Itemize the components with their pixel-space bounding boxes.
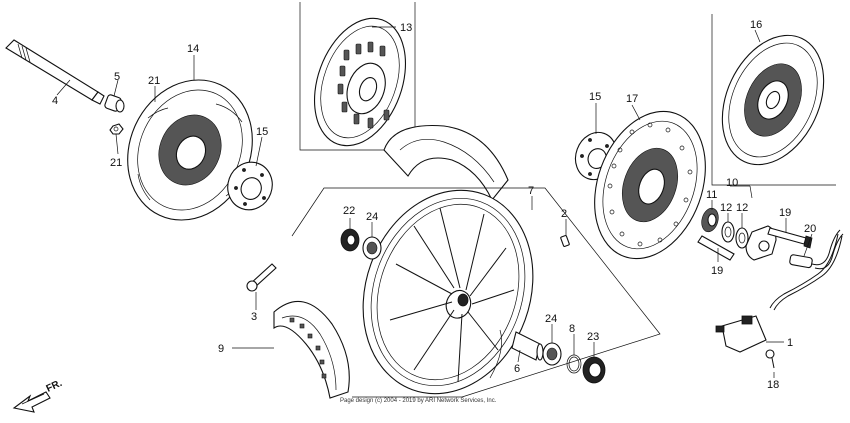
callout-11[interactable]: 11 <box>706 189 717 201</box>
callout-23[interactable]: 23 <box>587 331 599 343</box>
dust-seal-22[interactable] <box>340 228 360 252</box>
tire-lower[interactable] <box>273 300 350 399</box>
speed-sensor[interactable] <box>715 233 843 353</box>
bolt-19-upper[interactable] <box>767 227 813 249</box>
callout-7[interactable]: 7 <box>528 185 534 197</box>
brake-disc-13[interactable] <box>298 6 422 159</box>
copyright-notice: Page design (c) 2004 - 2019 by ARI Netwo… <box>340 398 497 404</box>
callout-15a[interactable]: 15 <box>256 126 268 138</box>
nut-lower[interactable] <box>109 123 124 135</box>
callout-9[interactable]: 9 <box>218 343 224 355</box>
callout-12a[interactable]: 12 <box>720 202 732 214</box>
callout-22[interactable]: 22 <box>343 205 355 217</box>
bolt-18[interactable] <box>765 349 775 369</box>
retainer-12a[interactable] <box>721 221 735 243</box>
callout-19b[interactable]: 19 <box>711 265 723 277</box>
valve-stem[interactable] <box>246 263 277 292</box>
air-valve[interactable] <box>560 235 570 247</box>
callout-18[interactable]: 18 <box>767 379 779 391</box>
callout-5[interactable]: 5 <box>114 71 120 83</box>
brake-disc-left[interactable] <box>105 59 275 240</box>
callout-4[interactable]: 4 <box>52 95 58 107</box>
brake-disc-16[interactable] <box>703 19 844 181</box>
disc-13-inset <box>299 2 416 151</box>
callout-15b[interactable]: 15 <box>589 91 601 103</box>
brake-disc-17[interactable] <box>575 96 725 274</box>
disc-plate-left[interactable] <box>221 156 279 216</box>
callout-16[interactable]: 16 <box>750 19 762 31</box>
callout-24b[interactable]: 24 <box>545 313 557 325</box>
callout-20[interactable]: 20 <box>804 223 816 235</box>
bearing-24-right[interactable] <box>542 342 562 366</box>
tire-upper <box>383 124 509 202</box>
axle-collar[interactable] <box>104 94 125 113</box>
disc-16-inset <box>711 14 836 186</box>
wheel-spokes <box>389 207 515 383</box>
retainer-12b[interactable] <box>735 227 749 249</box>
direction-label: FR. <box>45 378 64 395</box>
callout-12b[interactable]: 12 <box>736 202 748 214</box>
wheel-assembly-box <box>291 187 661 398</box>
speedometer-cable[interactable] <box>789 229 844 270</box>
callout-21a[interactable]: 21 <box>148 75 160 87</box>
leader-lines <box>56 26 813 378</box>
callout-21b[interactable]: 21 <box>110 157 122 169</box>
wheel-rim[interactable] <box>335 166 560 418</box>
callout-labels: 4 5 21 21 14 15 13 16 15 17 10 11 12 12 … <box>52 19 816 391</box>
front-axle[interactable] <box>5 39 105 105</box>
distance-collar[interactable] <box>511 331 544 361</box>
speedometer-gear[interactable] <box>699 206 721 233</box>
callout-17[interactable]: 17 <box>626 93 638 105</box>
callout-1[interactable]: 1 <box>787 337 793 349</box>
callout-13[interactable]: 13 <box>400 22 412 34</box>
dust-seal-23[interactable] <box>582 356 606 384</box>
bearing-24-left[interactable] <box>362 236 382 260</box>
bolt-19-lower[interactable] <box>697 235 735 261</box>
circlip[interactable] <box>566 354 582 374</box>
callout-14[interactable]: 14 <box>187 43 199 55</box>
callout-2[interactable]: 2 <box>561 208 567 220</box>
callout-24a[interactable]: 24 <box>366 211 378 223</box>
front-direction-arrow: FR. <box>12 378 64 413</box>
callout-19a[interactable]: 19 <box>779 207 791 219</box>
callout-6[interactable]: 6 <box>514 363 520 375</box>
callout-10[interactable]: 10 <box>726 177 738 189</box>
callout-3[interactable]: 3 <box>251 311 257 323</box>
callout-8[interactable]: 8 <box>569 323 575 335</box>
